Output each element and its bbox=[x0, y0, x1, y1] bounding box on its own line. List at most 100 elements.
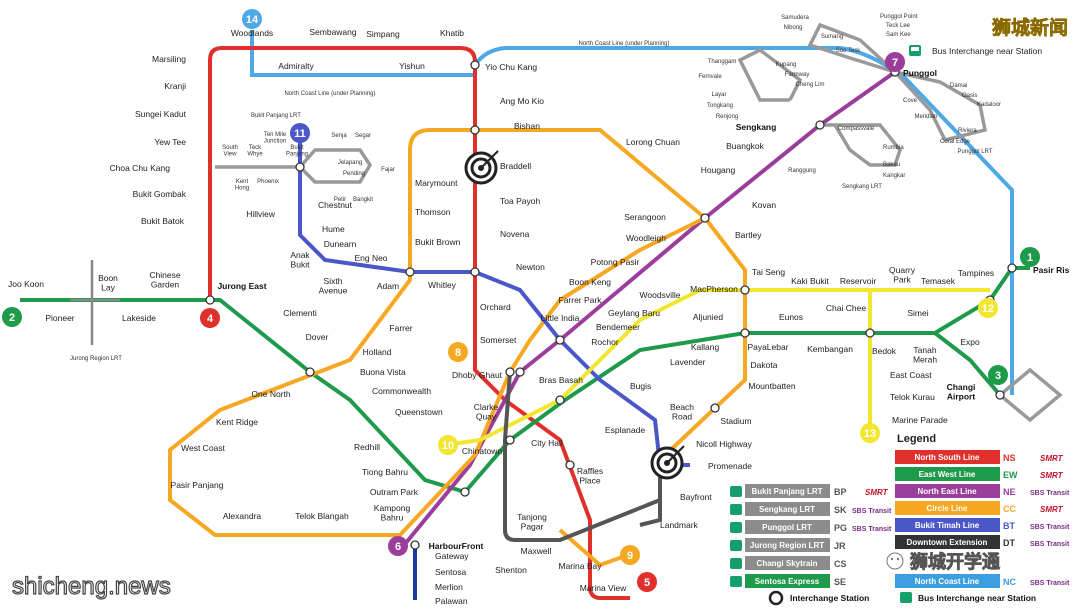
line-badge-14: 14 bbox=[242, 9, 262, 29]
station-kallang: Kallang bbox=[691, 342, 720, 352]
station-bugis: Bugis bbox=[630, 381, 651, 391]
bus-icon bbox=[730, 504, 742, 515]
station-thanggam: Thanggam bbox=[708, 59, 737, 65]
station-rumbia: Rumbia bbox=[883, 145, 904, 151]
station-ranggung: Ranggung bbox=[788, 168, 816, 174]
station-gateway: Gateway bbox=[435, 551, 469, 561]
wechat-icon bbox=[886, 552, 904, 570]
station-bukit-brown: Bukit Brown bbox=[415, 237, 461, 247]
svg-text:Jurong Region LRT: Jurong Region LRT bbox=[750, 541, 824, 550]
bus-icon bbox=[730, 540, 742, 551]
station-marker bbox=[995, 390, 1005, 400]
svg-text:Circle Line: Circle Line bbox=[927, 504, 968, 513]
svg-text:11: 11 bbox=[294, 128, 306, 140]
svg-text:6: 6 bbox=[395, 541, 401, 553]
watermark-bottom-left: shicheng.news bbox=[12, 573, 171, 600]
line-badge-2: 2 bbox=[2, 307, 22, 327]
station-yishun: Yishun bbox=[399, 61, 425, 71]
station-marker bbox=[295, 162, 305, 172]
station-marker bbox=[565, 460, 575, 470]
station-dakota: Dakota bbox=[751, 360, 778, 370]
station-geylang-baru: Geylang Baru bbox=[608, 308, 660, 318]
station-sengkang: Sengkang bbox=[736, 122, 777, 132]
station-marker bbox=[555, 395, 565, 405]
station-marina-view: Marina View bbox=[580, 583, 627, 593]
north-coast-note-bottom: North Coast Line (under Planning) bbox=[284, 91, 375, 97]
station-bartley: Bartley bbox=[735, 230, 762, 240]
station-shenton: Shenton bbox=[495, 565, 527, 575]
station-paya-lebar: PayaLebar bbox=[747, 342, 788, 352]
smrt-logo: SMRT bbox=[1040, 505, 1064, 514]
station-tai-seng: Tai Seng bbox=[752, 267, 785, 277]
station-eng-neo: Eng Neo bbox=[354, 253, 387, 263]
station-serangoon: Serangoon bbox=[624, 212, 666, 222]
station-dhoby-ghaut: Dhoby Ghaut bbox=[452, 370, 503, 380]
bukit-panjang-lrt-tag: Bukit Panjang LRT bbox=[251, 113, 301, 119]
station-marker bbox=[1007, 263, 1017, 273]
legend-interchange-station: Interchange Station bbox=[790, 593, 869, 603]
svg-text:3: 3 bbox=[995, 370, 1001, 382]
bus-icon bbox=[730, 522, 742, 533]
legend-line-cc: Circle Line CC SMRT bbox=[895, 501, 1064, 515]
station-telok-kurau: Telok Kurau bbox=[890, 392, 935, 402]
svg-text:North South Line: North South Line bbox=[915, 453, 980, 462]
station-cheng-lim: Cheng Lim bbox=[795, 82, 824, 88]
svg-text:CC: CC bbox=[1003, 504, 1016, 514]
station-kranji: Kranji bbox=[164, 81, 186, 91]
station-pioneer: Pioneer bbox=[45, 313, 74, 323]
svg-text:East West Line: East West Line bbox=[919, 470, 976, 479]
svg-text:NS: NS bbox=[1003, 453, 1016, 463]
station-fajar: Fajar bbox=[381, 167, 395, 173]
station-marker bbox=[470, 60, 480, 70]
station-expo: Expo bbox=[960, 337, 980, 347]
station-lakeside: Lakeside bbox=[122, 313, 156, 323]
station-dover: Dover bbox=[306, 332, 329, 342]
station-marker bbox=[460, 487, 470, 497]
station-hillview: Hillview bbox=[246, 209, 276, 219]
line-badge-7: 7 bbox=[885, 52, 905, 72]
smrt-logo: SMRT bbox=[865, 488, 889, 497]
station-hume: Hume bbox=[322, 224, 345, 234]
station-kupang: Kupang bbox=[776, 62, 797, 68]
svg-text:SE: SE bbox=[834, 577, 846, 587]
station-nibong: Nibong bbox=[783, 25, 802, 31]
svg-text:BP: BP bbox=[834, 487, 847, 497]
station-braddell: Braddell bbox=[500, 161, 531, 171]
station-aljunied: Aljunied bbox=[693, 312, 724, 322]
station-eunos: Eunos bbox=[779, 312, 803, 322]
svg-text:5: 5 bbox=[644, 577, 650, 589]
station-labels: Woodlands Sembawang Simpang Khatib Admir… bbox=[8, 14, 1070, 606]
station-whitley: Whitley bbox=[428, 280, 457, 290]
changi-skytrain bbox=[997, 367, 1063, 423]
station-bakau: Bakau bbox=[883, 162, 900, 168]
east-west-changi-branch bbox=[933, 331, 1002, 397]
station-meridian: Meridian bbox=[914, 114, 937, 120]
svg-text:1: 1 bbox=[1027, 252, 1033, 264]
station-esplanade: Esplanade bbox=[605, 425, 645, 435]
station-bangkit: Bangkit bbox=[353, 197, 373, 203]
station-cove: Cove bbox=[903, 98, 918, 104]
station-toa-payoh: Toa Payoh bbox=[500, 196, 540, 206]
station-kadaloor: Kadaloor bbox=[977, 102, 1001, 108]
station-riviera: Riviera bbox=[958, 128, 977, 134]
station-east-coast: East Coast bbox=[890, 370, 932, 380]
station-compassvale: Compassvale bbox=[838, 126, 875, 132]
svg-text:10: 10 bbox=[442, 440, 454, 452]
station-alexandra: Alexandra bbox=[223, 511, 262, 521]
station-yew-tee: Yew Tee bbox=[154, 137, 186, 147]
station-west-coast: West Coast bbox=[181, 443, 225, 453]
station-marker bbox=[405, 267, 415, 277]
svg-text:PG: PG bbox=[834, 523, 847, 533]
station-fernvale: Fernvale bbox=[698, 74, 722, 80]
circle-line-marina bbox=[558, 528, 629, 568]
station-kovan: Kovan bbox=[752, 200, 776, 210]
